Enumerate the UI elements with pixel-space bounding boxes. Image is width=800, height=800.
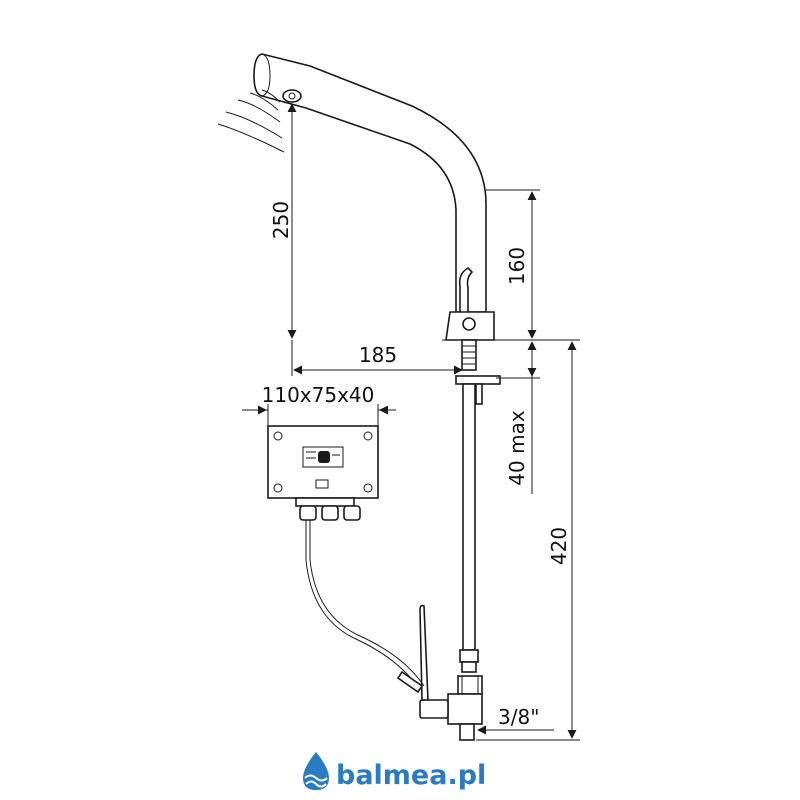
lever-handle	[458, 266, 474, 317]
dim-thread: 3/8"	[498, 705, 539, 729]
faucet	[217, 53, 501, 741]
dim-deck-thickness: 40 max	[505, 410, 529, 486]
control-box	[267, 425, 425, 694]
dim-body-height: 160	[505, 247, 529, 285]
solenoid-valve	[447, 693, 483, 725]
sensor-waves	[217, 89, 285, 153]
dim-hose-length: 420	[547, 527, 571, 565]
dim-spout-height: 250	[269, 201, 293, 239]
power-cable	[305, 520, 421, 691]
dim-box-size: 110x75x40	[262, 383, 375, 407]
fixing-plate	[455, 375, 501, 385]
sensor-eye	[282, 89, 302, 103]
balmea-logo: balmea.pl	[303, 752, 486, 791]
box-label	[302, 446, 344, 468]
dimension-lines	[242, 103, 580, 741]
supply-hose	[462, 383, 476, 651]
dim-spout-reach: 185	[359, 343, 397, 367]
spout-outline	[253, 53, 487, 313]
logo-text: balmea.pl	[336, 760, 486, 791]
